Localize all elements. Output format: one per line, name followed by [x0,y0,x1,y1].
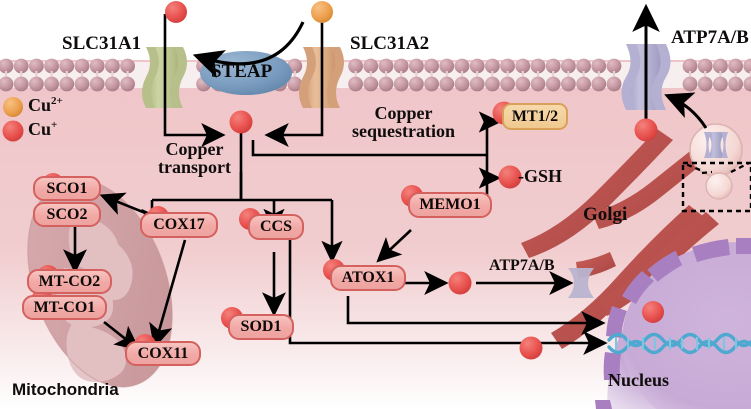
label-slc31a2: SLC31A2 [350,33,430,54]
cu-plus-nuclear [642,301,664,323]
label-mitochondria: Mitochondria [12,380,119,399]
cu-plus-perinuclear [519,336,543,360]
protein-memo1[interactable]: MEMO1 [408,192,492,218]
label-gsh: -GSH [518,166,563,186]
label-atp7ab-membrane: ATP7A/B [671,27,749,48]
protein-cox17[interactable]: COX17 [140,212,218,238]
copper-transport-line1: Copper [165,139,224,159]
membrane-lipid-heads-lower [0,76,751,92]
protein-ccs[interactable]: CCS [248,214,304,240]
copper-sequestration-line1: Copper [374,103,433,123]
protein-mtco2[interactable]: MT-CO2 [27,269,112,294]
cu-2plus-extracellular [311,1,333,23]
protein-atox1[interactable]: ATOX1 [330,265,406,291]
atp7-vesicle-group [681,123,751,213]
atp7ab-golgi-channel [568,268,594,298]
cu-plus-export [634,118,658,142]
legend-dot-cu2plus [3,97,23,117]
label-golgi: Golgi [583,204,628,225]
protein-sco2[interactable]: SCO2 [33,202,101,227]
cu-plus-atox1-out [448,271,472,295]
legend-text-cuplus: Cu [28,119,52,139]
protein-cox11[interactable]: COX11 [125,341,201,366]
nuclear-dna [607,332,751,355]
vesicle-channel [704,132,728,158]
protein-mt12[interactable]: MT1/2 [502,103,568,130]
label-atp7ab-golgi: ATP7A/B [489,257,555,274]
label-slc31a1: SLC31A1 [62,33,142,54]
legend-label-cuplus: Cu+ [28,119,58,139]
label-copper-sequestration: Copper sequestration [352,104,455,141]
label-steap: STEAP [211,61,273,82]
pathway-arrows [63,3,708,355]
copper-sequestration-line2: sequestration [352,121,455,142]
protein-sod1[interactable]: SOD1 [228,314,294,340]
protein-mtco1[interactable]: MT-CO1 [22,295,107,320]
cu-plus-extracellular [165,1,187,23]
vesicle-inset-box [681,161,751,213]
legend-sup-cu2plus: 2+ [51,95,63,107]
label-copper-transport: Copper transport [158,140,231,177]
legend-text-cu2plus: Cu [28,95,52,115]
protein-sco1[interactable]: SCO1 [33,176,101,201]
label-nucleus: Nucleus [608,370,670,390]
legend-sup-cuplus: + [51,119,58,131]
plasma-membrane [0,58,751,92]
nucleus-body [607,242,751,409]
legend-dot-cuplus [2,120,24,142]
cu-plus-cytosolic-hub [229,110,253,134]
copper-transport-line2: transport [158,157,231,178]
cu-plus-gsh [498,165,522,189]
nuclear-envelope [595,238,751,409]
legend-label-cu2plus: Cu2+ [28,95,63,115]
